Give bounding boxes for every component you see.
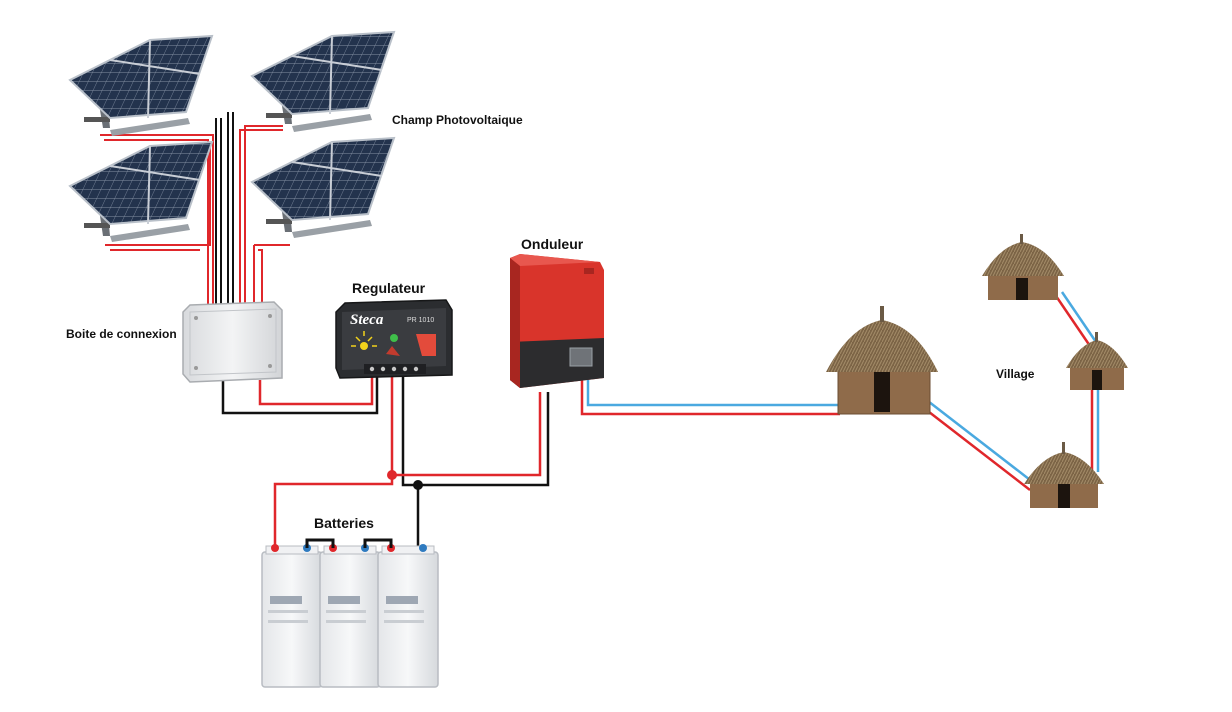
positive-junction [387, 470, 397, 480]
load-indicator-icon [416, 334, 436, 356]
label-batteries: Batteries [314, 515, 374, 531]
negative-junction [413, 480, 423, 490]
solar-array-top-right [250, 30, 396, 132]
label-regulateur: Regulateur [352, 280, 426, 296]
label-champ-photovoltaique: Champ Photovoltaique [392, 113, 523, 127]
connection-box [182, 301, 283, 383]
battery-cell [319, 544, 381, 688]
label-boite-de-connexion: Boite de connexion [66, 327, 177, 341]
battery-indicator-icon [386, 346, 400, 356]
ac-wires [580, 291, 1100, 491]
battery-cell [377, 544, 439, 688]
status-led-icon [390, 334, 398, 342]
dc-wires [221, 372, 550, 548]
battery-cell [261, 544, 323, 688]
sun-indicator-icon [360, 342, 368, 350]
label-onduleur: Onduleur [521, 236, 584, 252]
solar-array-bottom-right [250, 136, 396, 238]
battery-bank [261, 538, 439, 688]
hut-middle [1066, 332, 1128, 390]
regulator: Steca PR 1010 [335, 299, 453, 379]
regulator-model: PR 1010 [407, 317, 434, 324]
inverter [510, 254, 604, 388]
solar-array-bottom-left [68, 140, 214, 242]
hut-main [826, 306, 938, 415]
regulator-brand: Steca [350, 312, 384, 328]
hut-bottom [1024, 442, 1104, 508]
label-village: Village [996, 367, 1035, 381]
hut-top [982, 234, 1064, 300]
panel-wires [100, 112, 290, 305]
solar-array-top-left [68, 34, 214, 136]
inverter-display-icon [569, 347, 593, 367]
